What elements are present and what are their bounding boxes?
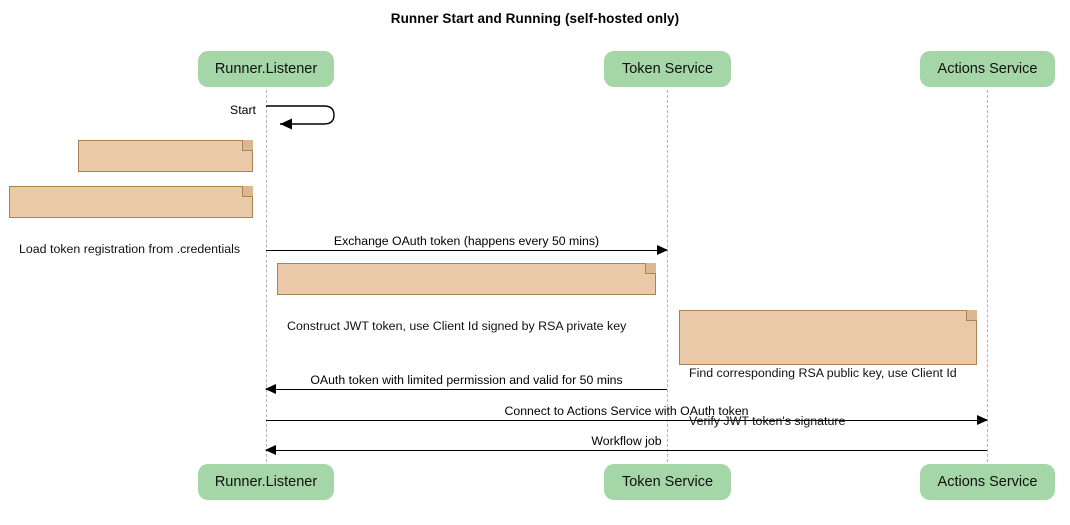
- arrowhead-right-icon: [657, 245, 668, 255]
- self-message-start: [266, 102, 346, 132]
- participant-actions-service-bottom[interactable]: Actions Service: [920, 464, 1055, 500]
- participant-label: Actions Service: [937, 474, 1038, 490]
- message-line: [266, 250, 667, 251]
- participant-label: Token Service: [621, 61, 714, 77]
- note-load-token-registration: Load token registration from .credential…: [9, 186, 253, 256]
- message-label-connect-actions-service: Connect to Actions Service with OAuth to…: [504, 404, 749, 418]
- message-label-oauth-token-reply: OAuth token with limited permission and …: [310, 373, 623, 387]
- note-fold-corner: [242, 186, 253, 197]
- page-title: Runner Start and Running (self-hosted on…: [390, 11, 680, 26]
- message-line: [266, 450, 987, 451]
- arrowhead-right-icon: [977, 415, 988, 425]
- message-arrow-oauth-token-reply: [265, 384, 667, 394]
- arrowhead-left-icon: [265, 384, 276, 394]
- note-load-config: Load config info from .runner: [78, 140, 253, 210]
- note-construct-jwt: Construct JWT token, use Client Id signe…: [277, 263, 656, 333]
- message-label-workflow-job: Workflow job: [591, 434, 662, 448]
- participant-label: Runner.Listener: [214, 474, 318, 490]
- message-label-start: Start: [230, 103, 256, 117]
- note-verify-jwt: Find corresponding RSA public key, use C…: [679, 310, 977, 428]
- arrowhead-left-icon: [265, 445, 276, 455]
- participant-label: Runner.Listener: [214, 61, 318, 77]
- participant-token-service-bottom[interactable]: Token Service: [604, 464, 731, 500]
- note-fold-corner: [645, 263, 656, 274]
- lifeline-actions-service: [987, 90, 988, 462]
- participant-label: Actions Service: [937, 61, 1038, 77]
- lifeline-token-service: [667, 90, 668, 462]
- message-arrow-connect-actions-service: [266, 415, 988, 425]
- note-fold-corner: [242, 140, 253, 151]
- note-fold-corner: [966, 310, 977, 321]
- message-line: [266, 420, 987, 421]
- participant-actions-service-top[interactable]: Actions Service: [920, 51, 1055, 87]
- participant-runner-listener-top[interactable]: Runner.Listener: [198, 51, 334, 87]
- participant-label: Token Service: [621, 474, 714, 490]
- message-arrow-workflow-job: [265, 445, 987, 455]
- message-arrow-exchange-oauth-token: [266, 245, 668, 255]
- lifeline-runner-listener: [266, 90, 267, 462]
- message-label-exchange-oauth-token: Exchange OAuth token (happens every 50 m…: [333, 234, 600, 248]
- participant-token-service-top[interactable]: Token Service: [604, 51, 731, 87]
- participant-runner-listener-bottom[interactable]: Runner.Listener: [198, 464, 334, 500]
- message-line: [266, 389, 667, 390]
